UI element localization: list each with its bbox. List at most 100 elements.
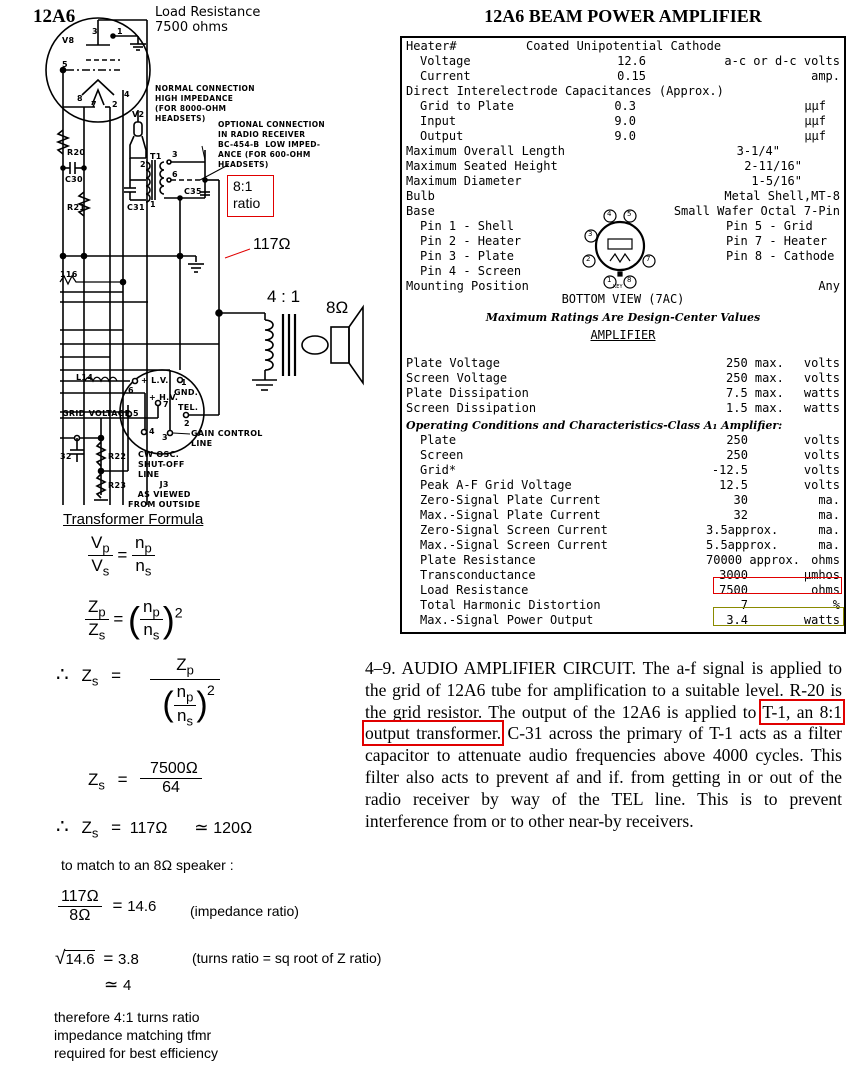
spec-unit: ma.: [818, 508, 840, 522]
equals-sign: =: [117, 545, 128, 565]
speaker-coil: [301, 335, 329, 355]
v-symbol: V: [91, 556, 103, 576]
r21-resistor: [76, 191, 92, 217]
datasheet-table: Heater# Coated Unipotential Cathode Volt…: [400, 36, 846, 634]
speaker-impedance: 8Ω: [326, 298, 349, 317]
spec-label: Screen: [420, 448, 464, 462]
caption-text: BOTTOM VIEW (7AC): [561, 292, 685, 306]
spec-unit: watts: [803, 613, 840, 627]
turns-ratio-note: (turns ratio = sq root of Z ratio): [192, 950, 382, 966]
therefore-symbol: ∴: [56, 664, 69, 686]
conclusion-line: therefore 4:1 turns ratio: [54, 1009, 200, 1025]
impedance-ratio-note: (impedance ratio): [190, 903, 299, 919]
spec-value: 250: [726, 448, 748, 462]
spec-label: Max.-Signal Power Output: [420, 613, 594, 627]
t1-pin6-label: 6: [172, 170, 178, 179]
mounting-row: Mounting Position Any: [406, 279, 840, 294]
z-symbol: Z: [88, 597, 99, 616]
row-label: Output: [420, 129, 464, 143]
spec-unit: volts: [803, 463, 840, 477]
heater: [91, 87, 105, 106]
spec-label: Plate Voltage: [406, 356, 500, 370]
z-symbol: Z: [81, 666, 92, 685]
output-transformer-primary: [264, 319, 274, 371]
section-heading: AMPLIFIER: [406, 328, 840, 343]
spec-value: 32: [733, 508, 748, 522]
row-label: Maximum Seated Height: [406, 159, 558, 173]
spec-unit: volts: [803, 433, 840, 447]
speaker-cone: [348, 304, 364, 386]
secondary-impedance-label: 117Ω: [253, 236, 291, 253]
spec-unit: volts: [803, 371, 840, 385]
pin-row: Pin 2 - Heater Pin 7 - Heater: [406, 234, 840, 249]
lv-label: + L.V.: [141, 376, 169, 385]
cw-osc-label: CW OSC. SHUT-OFF LINE: [138, 450, 185, 479]
subscript: p: [144, 540, 152, 556]
spec-value: 3000: [719, 568, 748, 582]
row-label: Maximum Overall Length: [406, 144, 565, 158]
impedance-ratio-value: 14.6: [127, 897, 157, 915]
pin8-label: 8: [77, 94, 83, 103]
subscript: s: [152, 627, 160, 643]
speaker-match-note: to match to an 8Ω speaker :: [61, 857, 234, 873]
pin-right: Pin 7 - Heater: [726, 234, 828, 248]
secondary-impedance-formula: ∴ Zs =: [56, 662, 121, 688]
row-value: Any: [818, 279, 840, 293]
base-key-label: KEY: [613, 284, 623, 290]
spec-label: Plate Dissipation: [406, 386, 529, 400]
pin3-label: 3: [92, 27, 98, 36]
subscript: s: [98, 777, 105, 793]
t1-pin1-label: 1: [150, 200, 156, 209]
capacitances-header: Direct Interelectrode Capacitances (Appr…: [406, 84, 840, 99]
pin-right: Pin 8 - Cathode: [726, 249, 835, 263]
dimension-row: Maximum Overall Length 3-1/4": [406, 144, 840, 159]
n-symbol: n: [176, 682, 187, 702]
heater-voltage-row: Voltage 12.6 a-c or d-c volts: [406, 54, 840, 69]
spec-unit: watts: [803, 401, 840, 415]
grid-pin-label: 5: [133, 409, 139, 418]
row-value: 3-1/4": [736, 144, 780, 158]
heater-row: Heater# Coated Unipotential Cathode: [406, 39, 840, 54]
turns-ratio-value: 3.8: [118, 951, 139, 968]
ratio-box-value: 8:1: [233, 178, 253, 194]
r21-label: R21: [67, 203, 86, 212]
pin-left: Pin 2 - Heater: [420, 234, 522, 248]
r116-label: 116: [60, 270, 78, 279]
base-pin: 8: [627, 276, 632, 284]
row-unit: µµf: [804, 99, 826, 113]
zs-calc-fraction: 7500Ω 64: [140, 760, 202, 797]
pin-right: Pin 5 - Grid: [726, 219, 813, 233]
spec-value: 3.4: [726, 613, 748, 627]
row-value: Metal Shell,MT-8: [724, 189, 840, 203]
gnd-label: GND.: [174, 388, 199, 397]
equals-sign: =: [113, 609, 124, 629]
tube-envelope: [45, 17, 151, 123]
zs-rounded-value: 120Ω: [213, 820, 253, 837]
base-pin: 3: [588, 230, 593, 238]
tel-label: TEL.: [178, 403, 199, 412]
gain-control-label: GAIN CONTROL LINE: [191, 429, 263, 448]
n-symbol: n: [135, 556, 145, 576]
row-value: 9.0: [614, 129, 636, 143]
pin-row: Pin 1 - Shell Pin 5 - Grid: [406, 219, 840, 234]
gain-pin-label: 3: [162, 433, 168, 442]
capacitance-row: Grid to Plate 0.3 µµf: [406, 99, 840, 114]
ratio-annotation-box: 8:1 ratio: [227, 175, 274, 217]
hv-label: + H.V.: [149, 393, 179, 402]
spec-label: Grid*: [420, 463, 457, 477]
spec-unit: volts: [803, 356, 840, 370]
v8-label: V8: [62, 36, 75, 45]
n-symbol: n: [177, 705, 187, 725]
spec-label: Screen Dissipation: [406, 401, 537, 415]
capacitance-row: Input 9.0 µµf: [406, 114, 840, 129]
equals-sign: =: [111, 818, 122, 837]
c30-label: C30: [65, 175, 83, 184]
r20-label: R20: [67, 148, 86, 157]
subscript: p: [102, 540, 110, 556]
spec-row: Max.-Signal Power Output 3.4 watts: [406, 613, 840, 628]
